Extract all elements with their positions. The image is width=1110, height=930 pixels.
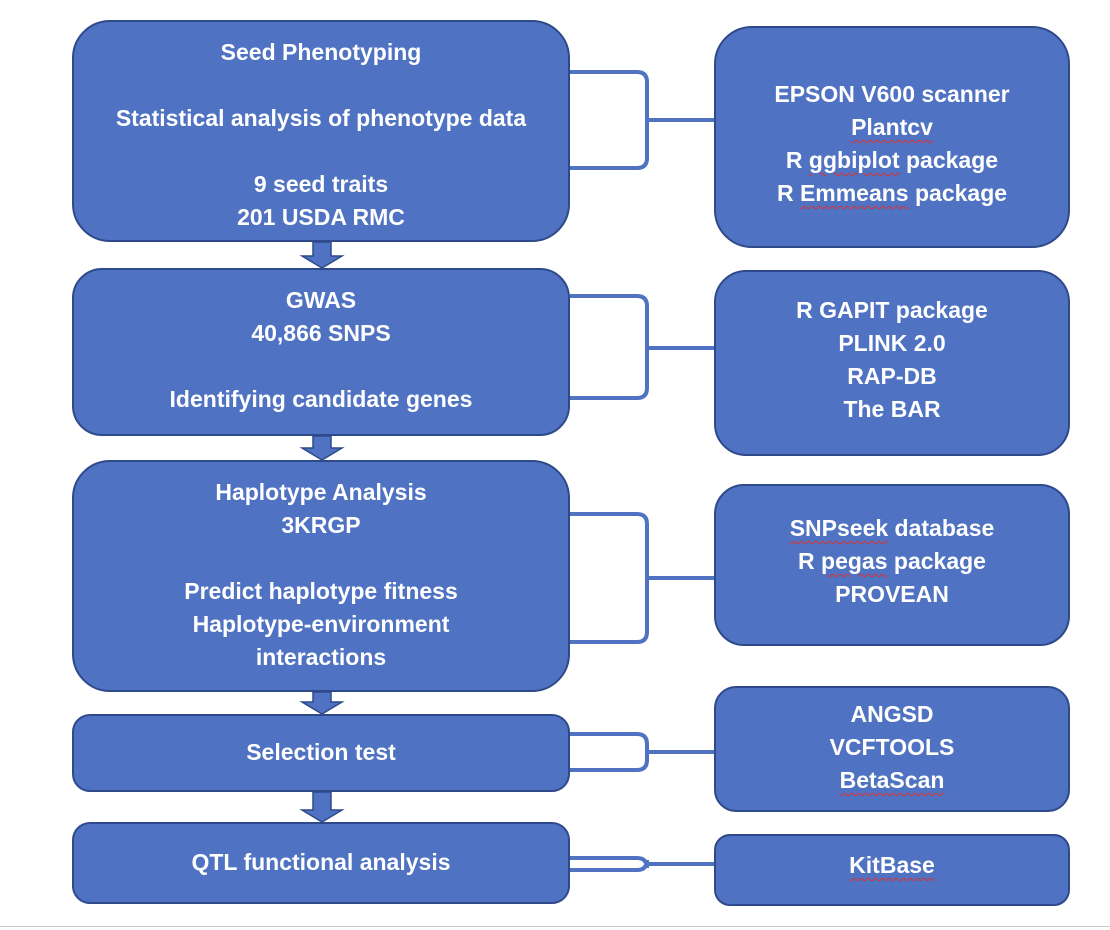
tool-line: SNPseek database <box>790 512 995 545</box>
step-text-line: Seed Phenotyping <box>220 39 422 65</box>
step-text-line: Predict haplotype fitness <box>184 578 458 604</box>
step-box: Selection test <box>72 714 570 792</box>
step-text-line: Selection test <box>246 739 396 765</box>
tool-text: RAP-DB <box>847 363 937 389</box>
step-text-line: 201 USDA RMC <box>237 204 405 230</box>
tools-box: KitBase <box>714 834 1070 906</box>
tool-line: R GAPIT package <box>796 294 988 327</box>
step-text-line: Statistical analysis of phenotype data <box>115 105 527 131</box>
step-text-line: interactions <box>255 644 387 670</box>
tool-text: PLINK 2.0 <box>838 330 946 356</box>
tool-name-flagged: Emmeans <box>799 180 909 206</box>
tools-box: ANGSD VCFTOOLS BetaScan <box>714 686 1070 812</box>
tool-line: ANGSD <box>850 698 933 731</box>
tool-name-flagged: SNPseek <box>789 515 889 541</box>
down-arrow <box>299 791 345 823</box>
tool-name-flagged: Plantcv <box>851 114 933 140</box>
tool-text: VCFTOOLS <box>829 734 955 760</box>
step-text-line: 9 seed traits <box>253 171 389 197</box>
tool-name-flagged: KitBase <box>849 852 935 878</box>
tool-line: BetaScan <box>840 764 945 797</box>
tool-text: ANGSD <box>850 701 934 727</box>
step-box: QTL functional analysis <box>72 822 570 904</box>
tool-text: package <box>887 548 986 574</box>
step-text-line: 3KRGP <box>281 512 361 538</box>
tool-line: PROVEAN <box>835 578 949 611</box>
step-text-line: Haplotype Analysis <box>215 479 427 505</box>
tool-line: Plantcv <box>851 111 933 144</box>
bottom-divider <box>0 926 1110 927</box>
tool-line: VCFTOOLS <box>830 731 955 764</box>
tool-line: R Emmeans package <box>777 177 1007 210</box>
tool-text: package <box>899 147 999 173</box>
bracket-connector <box>570 512 714 644</box>
step-text-line: GWAS <box>285 287 357 313</box>
bracket-connector <box>570 294 714 400</box>
step-text-line: QTL functional analysis <box>191 849 451 875</box>
step-text-line: Haplotype-environment <box>192 611 450 637</box>
tool-text: EPSON V600 scanner <box>774 81 1010 107</box>
tool-line: PLINK 2.0 <box>838 327 945 360</box>
tool-text: PROVEAN <box>835 581 949 607</box>
tool-text: R GAPIT package <box>796 297 988 323</box>
tool-name-flagged: ggbiplot <box>808 147 900 173</box>
tool-line: KitBase <box>849 849 935 882</box>
tool-line: EPSON V600 scanner <box>774 78 1009 111</box>
down-arrow <box>299 435 345 461</box>
tool-text: database <box>888 515 995 541</box>
tool-line: R pegas package <box>798 545 986 578</box>
tool-text: package <box>908 180 1008 206</box>
step-box: GWAS 40,866 SNPS Identifying candidate gen… <box>72 268 570 436</box>
tool-line: R ggbiplot package <box>786 144 998 177</box>
tool-name-flagged: BetaScan <box>839 767 945 793</box>
tool-line: RAP-DB <box>847 360 936 393</box>
tool-name-flagged: pegas <box>821 548 888 574</box>
tool-text: R <box>776 180 800 206</box>
step-text-line: 40,866 SNPS <box>251 320 391 346</box>
bracket-connector <box>570 856 714 872</box>
tool-text: The BAR <box>843 396 941 422</box>
tool-text: R <box>798 548 822 574</box>
step-text-line: Identifying candidate genes <box>169 386 473 412</box>
step-box: Haplotype Analysis 3KRGP Predict haplotype… <box>72 460 570 692</box>
tool-line: The BAR <box>843 393 940 426</box>
bracket-connector <box>570 70 714 170</box>
tool-text: R <box>785 147 809 173</box>
down-arrow <box>299 241 345 269</box>
down-arrow <box>299 691 345 715</box>
bracket-connector <box>570 732 714 772</box>
